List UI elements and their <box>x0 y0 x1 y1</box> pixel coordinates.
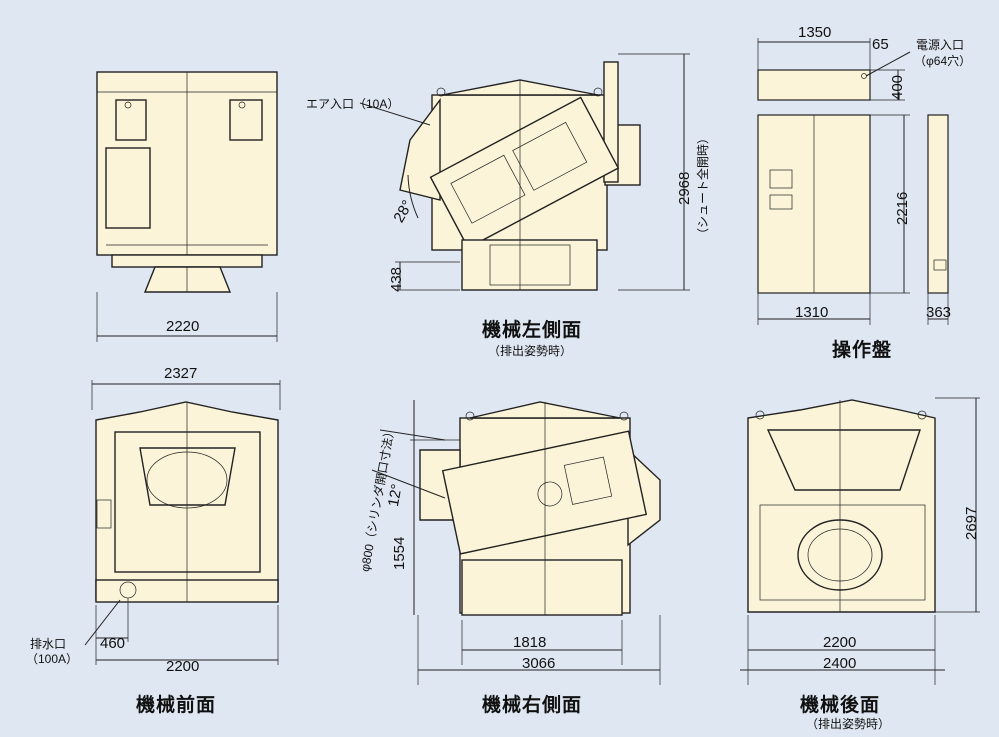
front-width-2327-label: 2327 <box>164 365 198 382</box>
left-side-subtitle: （排出姿勢時） <box>488 344 573 358</box>
cp-depth-363-label: 363 <box>926 304 952 321</box>
front-view <box>84 380 281 665</box>
height-2697-label: 2697 <box>963 506 980 540</box>
rs-width-1818-label: 1818 <box>513 634 547 651</box>
rear-view <box>740 397 980 685</box>
left-side-title: 機械左側面 <box>482 320 583 341</box>
height-1554-label: 1554 <box>391 536 408 570</box>
top-left-view <box>96 71 278 342</box>
drain-offset-460-label: 460 <box>100 635 126 652</box>
power-inlet-label: 電源入口 <box>916 38 965 52</box>
rs-width-3066-label: 3066 <box>522 655 556 672</box>
air-inlet-label: エア入口（10A） <box>306 97 400 111</box>
drain-label: 排水口 <box>30 637 67 651</box>
height-2968-label: 2968 <box>676 171 693 205</box>
width-2220-label: 2220 <box>166 318 200 335</box>
rear-title: 機械後面 <box>800 695 881 716</box>
cp-width-1350-label: 1350 <box>798 24 832 41</box>
bottom-438-label: 438 <box>388 266 405 292</box>
control-panel-title: 操作盤 <box>832 340 893 361</box>
rear-width-2400-label: 2400 <box>823 655 857 672</box>
drain-size-label: （100A） <box>26 652 79 666</box>
power-hole-label: （φ64穴） <box>914 54 972 68</box>
right-side-view <box>371 400 661 685</box>
chute-open-note: （シュート全開時） <box>696 131 710 240</box>
front-width-2200-label: 2200 <box>166 658 200 675</box>
cp-height-2216-label: 2216 <box>894 191 911 225</box>
cp-width-1310-label: 1310 <box>795 304 829 321</box>
right-side-title: 機械右側面 <box>482 695 583 716</box>
cp-height-400-label: 400 <box>889 74 906 100</box>
front-title: 機械前面 <box>136 695 217 716</box>
control-panel-view <box>757 38 949 325</box>
cp-offset-65-label: 65 <box>872 36 889 53</box>
rear-width-2200-label: 2200 <box>823 634 857 651</box>
rear-subtitle: （排出姿勢時） <box>806 717 891 731</box>
left-side-view <box>359 53 690 291</box>
